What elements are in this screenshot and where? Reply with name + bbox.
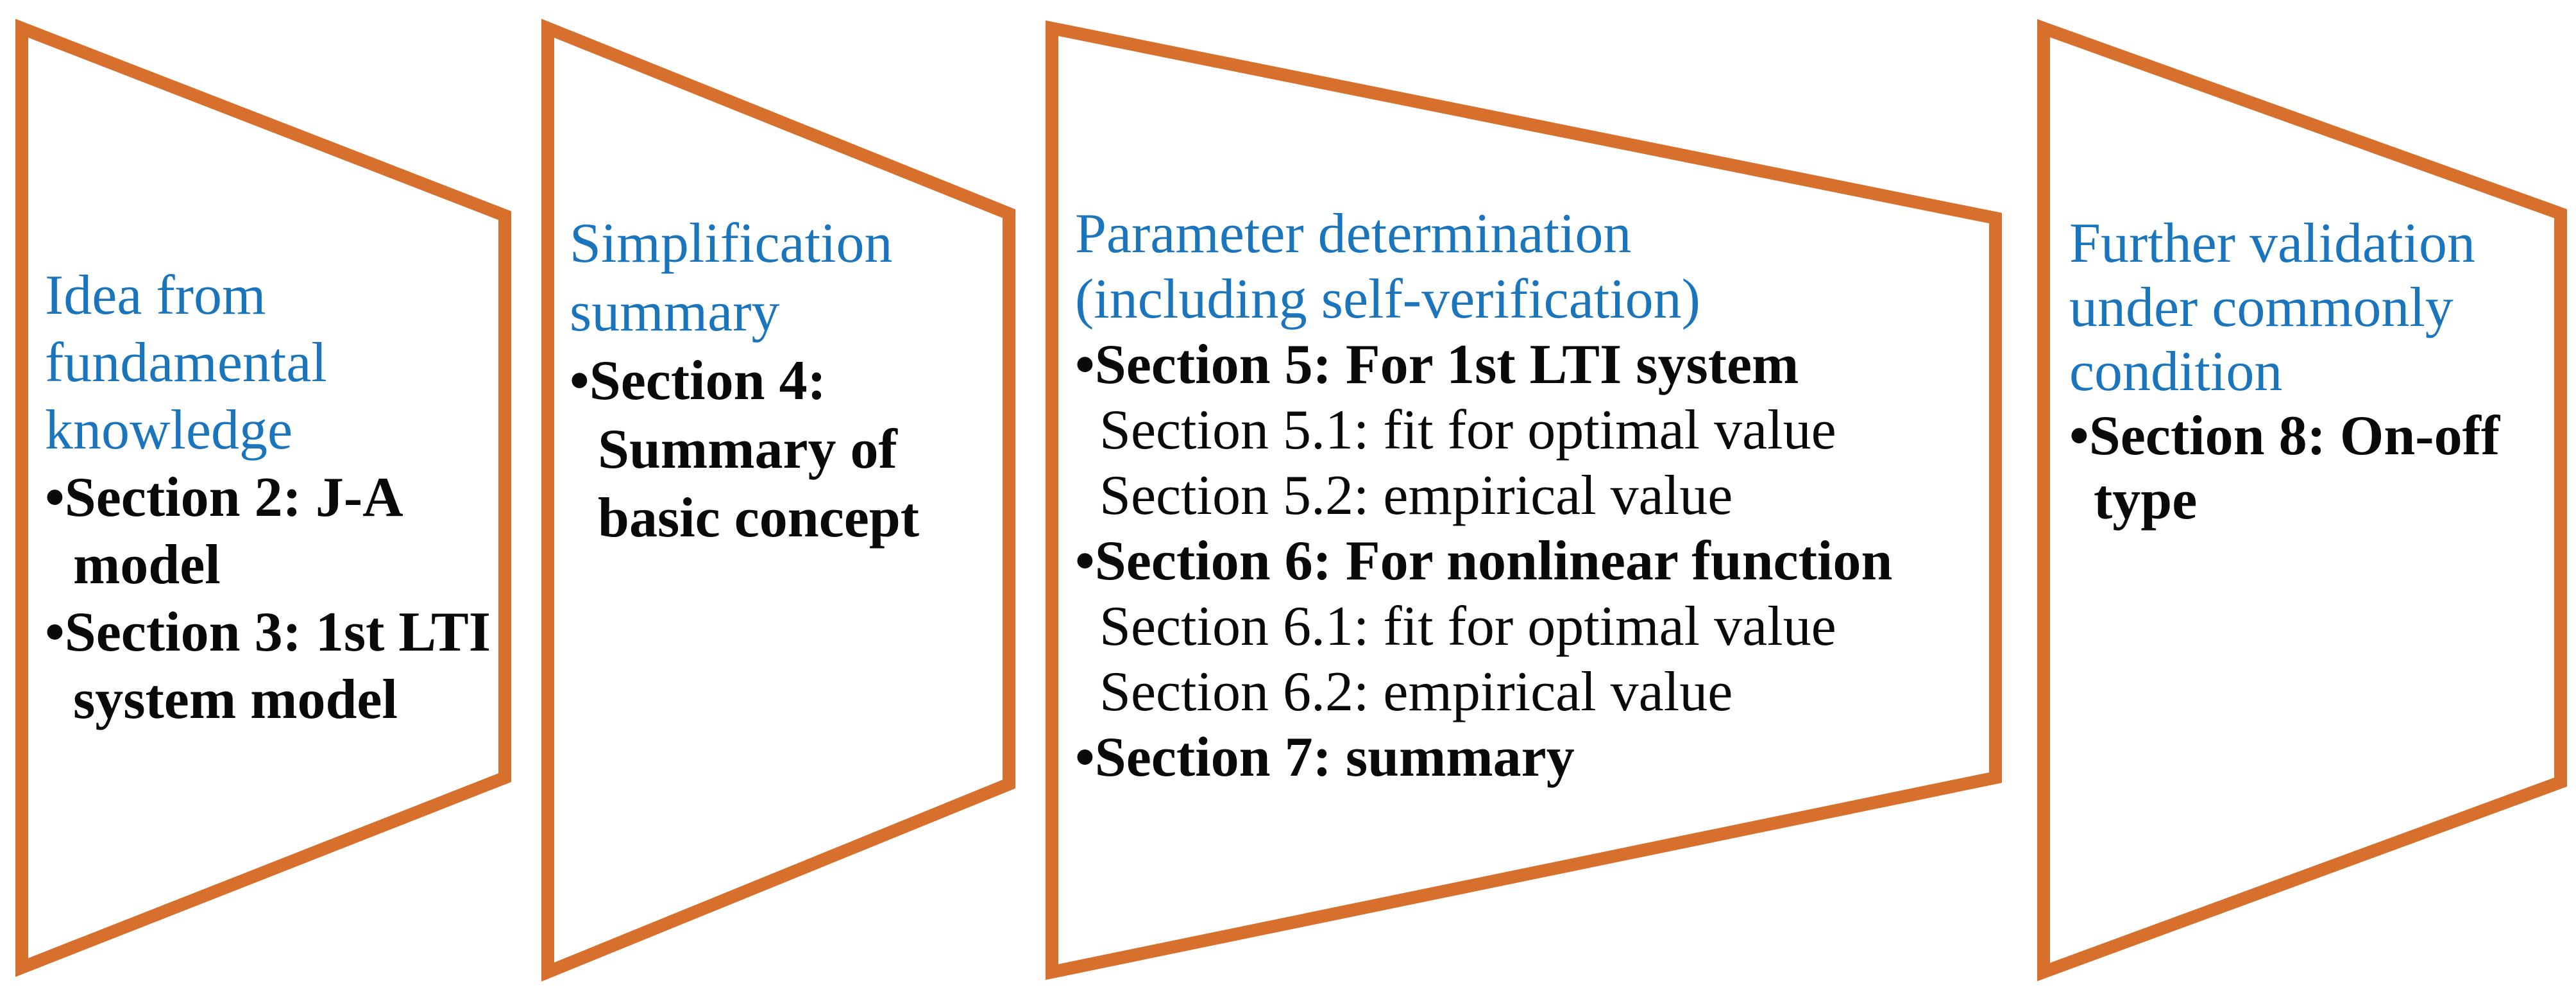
stage-2-bullet-item-continuation: Summary of xyxy=(598,418,897,481)
stage-2-bullet-item: •Section 4: xyxy=(570,350,826,412)
stage-3-sub-item: Section 6.2: empirical value xyxy=(1099,661,1733,723)
stage-4-heading-line: Further validation xyxy=(2069,212,2475,275)
stage-2-text-block: Simplification summary •Section 4: Summa… xyxy=(570,209,919,552)
stage-4-heading-line: condition xyxy=(2069,341,2283,403)
stage-1-bullet-item-continuation: system model xyxy=(73,669,398,731)
stage-2-bullet-item-continuation: basic concept xyxy=(598,487,920,549)
stage-1-heading-line: fundamental xyxy=(45,332,327,394)
stage-3-bullet-item: •Section 7: summary xyxy=(1075,726,1575,789)
stage-3-bullet-item: •Section 6: For nonlinear function xyxy=(1075,530,1893,592)
stage-3-bullet-item: •Section 5: For 1st LTI system xyxy=(1075,334,1799,396)
stage-2-heading-line: Simplification xyxy=(570,212,893,275)
stage-3-sub-item: Section 5.2: empirical value xyxy=(1099,465,1733,527)
stage-3-trapezoid-outline xyxy=(1046,20,2002,980)
stage-3-text-block: Parameter determination (including self-… xyxy=(1075,201,1892,790)
stage-4-heading-line: under commonly xyxy=(2069,277,2453,339)
stage-2-heading-line: summary xyxy=(570,281,780,343)
stage-1-heading-line: knowledge xyxy=(45,399,293,461)
stage-2-trapezoid-outline xyxy=(541,19,1015,982)
stage-1-bullet-item-continuation: model xyxy=(73,534,221,596)
stage-1-bullet-item: •Section 2: J-A xyxy=(45,466,403,529)
stage-1-trapezoid-outline xyxy=(15,19,511,977)
stage-4-bullet-item-continuation: type xyxy=(2094,469,2198,531)
stage-4-text-block: Further validation under commonly condit… xyxy=(2069,212,2500,533)
stage-3-sub-item: Section 6.1: fit for optimal value xyxy=(1099,595,1836,658)
stage-1-bullet-item: •Section 3: 1st LTI xyxy=(45,601,491,663)
stage-4-trapezoid-outline xyxy=(2037,19,2567,982)
stage-4-bullet-item: •Section 8: On-off xyxy=(2069,405,2500,467)
stage-3-heading-line: Parameter determination xyxy=(1075,203,1632,265)
stage-3-heading-line: (including self-verification) xyxy=(1075,268,1700,330)
stage-1-heading-line: Idea from xyxy=(45,264,266,327)
stage-3-sub-item: Section 5.1: fit for optimal value xyxy=(1099,399,1836,461)
stage-1-text-block: Idea from fundamental knowledge •Section… xyxy=(45,262,491,733)
